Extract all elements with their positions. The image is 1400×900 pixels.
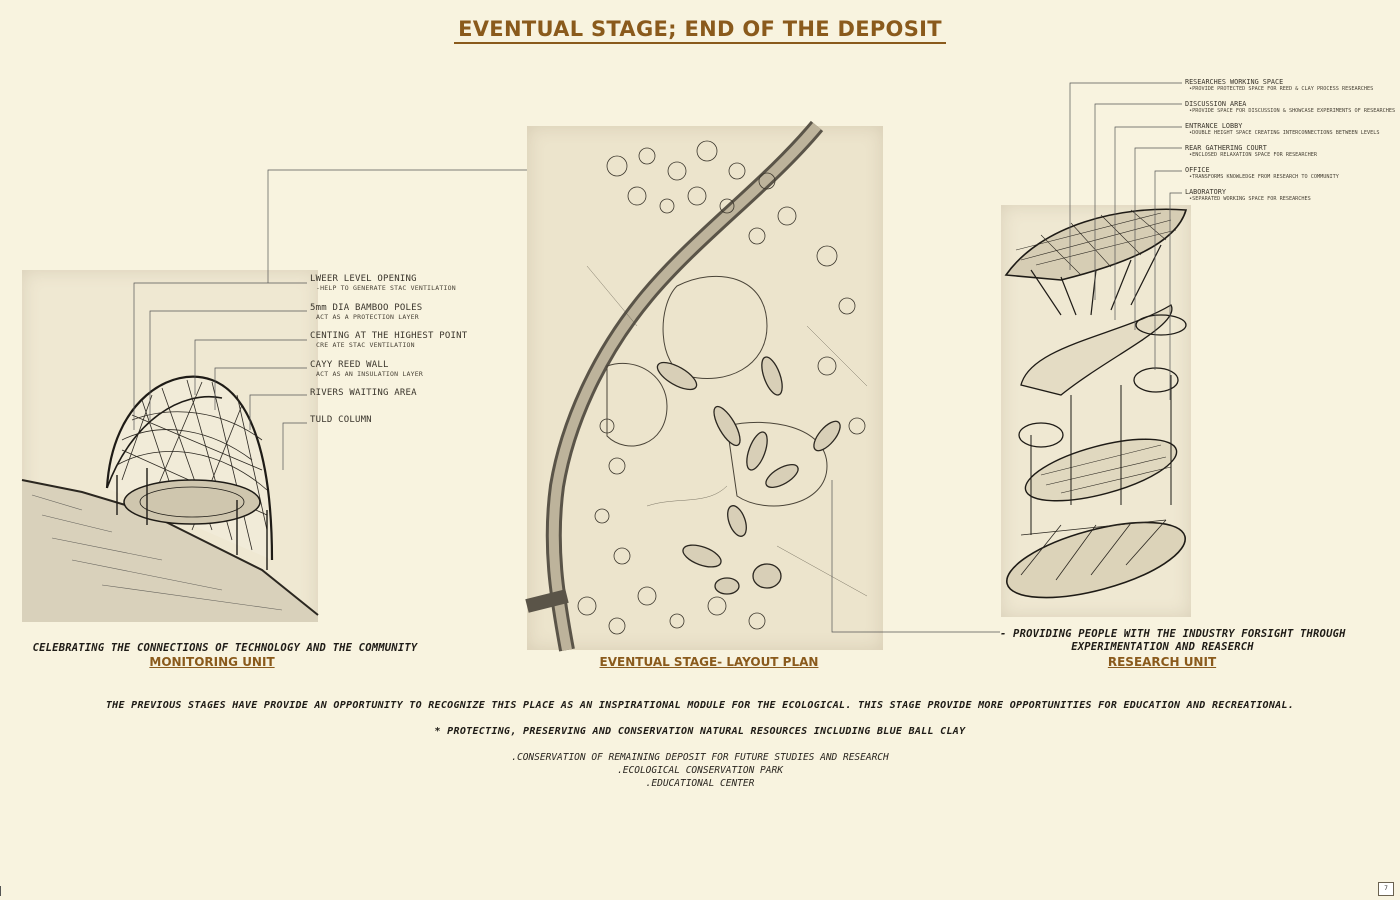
body-list-item: .EDUCATIONAL CENTER (645, 778, 755, 789)
monitoring-unit-title: MONITORING UNIT (149, 655, 275, 669)
monitoring-label: TULD COLUMN (310, 415, 372, 425)
monitoring-unit-drawing (21, 270, 319, 622)
research-label: RESEARCHES WORKING SPACE•PROVIDE PROTECT… (1185, 78, 1374, 92)
edge-mark (0, 886, 1, 896)
layout-plan-drawing (525, 120, 883, 652)
page-title: EVENTUAL STAGE; END OF THE DEPOSIT (0, 17, 1400, 44)
monitoring-caption: CELEBRATING THE CONNECTIONS OF TECHNOLOG… (32, 642, 418, 654)
research-label: OFFICE•TRANSFORMS KNOWLEDGE FROM RESEARC… (1185, 166, 1339, 180)
body-intro: THE PREVIOUS STAGES HAVE PROVIDE AN OPPO… (105, 700, 1295, 711)
research-label: REAR GATHERING COURT•ENCLOSED RELAXATION… (1185, 144, 1318, 158)
site-plan-sketch (525, 120, 868, 652)
monitoring-label: RIVERS WAITING AREA (310, 388, 417, 398)
monitoring-label: LWEER LEVEL OPENING-HELP TO GENERATE STA… (310, 274, 456, 292)
research-caption-line2: EXPERIMENTATION AND REASERCH (1071, 641, 1254, 653)
research-unit-title: RESEARCH UNIT (1107, 655, 1217, 669)
research-label: LABORATORY•SEPARATED WORKING SPACE FOR R… (1185, 188, 1311, 202)
body-list-item: .ECOLOGICAL CONSERVATION PARK (617, 765, 783, 776)
research-label: ENTRANCE LOBBY•DOUBLE HEIGHT SPACE CREAT… (1185, 122, 1380, 136)
page-number: 7 (1378, 882, 1394, 896)
research-label: DISCUSSION AREA•PROVIDE SPACE FOR DISCUS… (1185, 100, 1396, 114)
body-highlight: * PROTECTING, PRESERVING AND CONSERVATIO… (434, 726, 966, 737)
research-caption-line1: - PROVIDING PEOPLE WITH THE INDUSTRY FOR… (1000, 628, 1346, 640)
exploded-axonometric-sketch (1004, 208, 1188, 599)
research-unit-drawing (1001, 205, 1191, 617)
body-list-item: .CONSERVATION OF REMAINING DEPOSIT FOR F… (511, 752, 889, 763)
dome-sketch (21, 375, 319, 622)
layout-plan-title: EVENTUAL STAGE- LAYOUT PLAN (599, 655, 819, 669)
